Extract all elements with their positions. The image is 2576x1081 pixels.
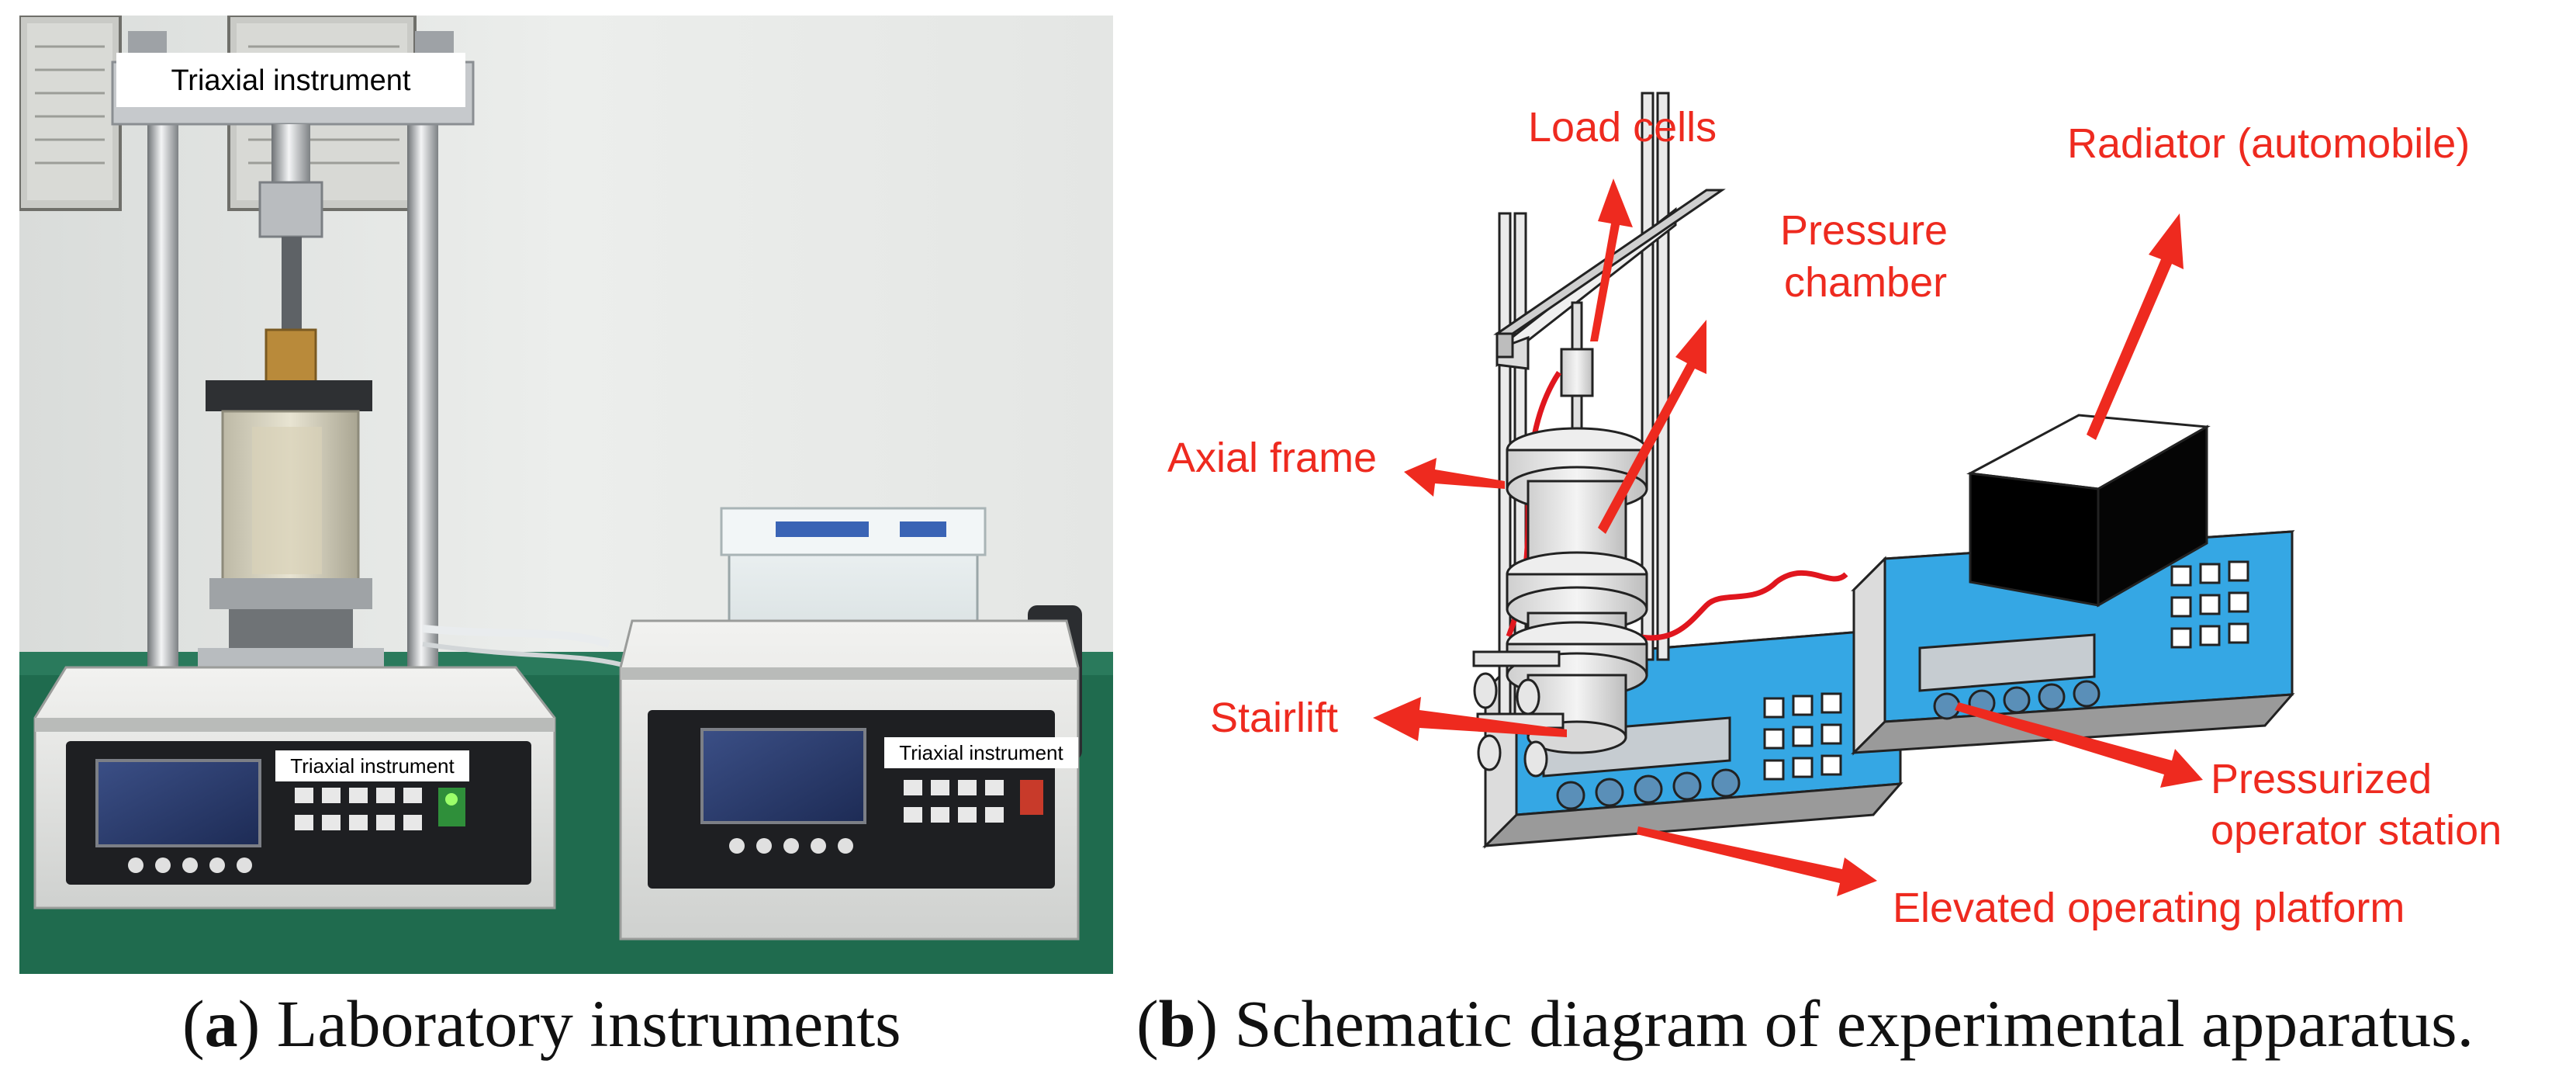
top-instrument-label: Triaxial instrument [171, 64, 410, 97]
left-console-label-box [275, 750, 469, 781]
label-load-cells: Load cells [1528, 104, 1717, 151]
load-cell [1560, 301, 1594, 444]
caption-a-letter: a [204, 986, 238, 1061]
left-column-rod [147, 109, 178, 667]
label-pressure-chamber-line1: Pressure [1780, 207, 1948, 254]
caption-b-letter: b [1158, 986, 1196, 1061]
elevated-platform-arrow [1637, 826, 1877, 896]
left-lcd-screen [95, 759, 261, 847]
label-pressurized-line2: operator station [2211, 807, 2502, 854]
label-radiator: Radiator (automobile) [2067, 120, 2470, 167]
pressurized-arrow [1955, 702, 2203, 788]
right-lcd-screen [700, 728, 866, 824]
caption-a: (a) Laboratory instruments [182, 986, 901, 1061]
right-column-rod [407, 109, 438, 667]
label-pressurized-line1: Pressurized [2211, 756, 2432, 802]
load-cells-arrow [1590, 178, 1633, 341]
right-console-label-box [884, 737, 1078, 768]
top-label-box [116, 53, 465, 107]
caption-b-text: Schematic diagram of experimental appara… [1218, 986, 2474, 1061]
schematic-diagram: Load cells Radiator (automobile) Pressur… [1167, 92, 2502, 931]
schematic-diagram-panel: Load cells Radiator (automobile) Pressur… [1164, 16, 2567, 974]
axial-frame-arrow [1404, 458, 1505, 497]
left-console-label: Triaxial instrument [290, 754, 455, 778]
label-stairlift: Stairlift [1210, 695, 1338, 741]
radiator-arrow [2087, 213, 2184, 440]
stairlift-arrow [1373, 697, 1567, 741]
pressure-chamber-arrow [1598, 320, 1706, 534]
label-axial-frame: Axial frame [1167, 435, 1377, 481]
pressurized-operator-station [1851, 414, 2295, 756]
caption-a-text: Laboratory instruments [260, 986, 901, 1061]
laboratory-photo: Triaxial instrument Triaxial instrument … [19, 16, 1113, 974]
label-elevated-platform: Elevated operating platform [1893, 885, 2405, 931]
laboratory-photo-panel: Triaxial instrument Triaxial instrument … [19, 16, 1113, 974]
label-pressure-chamber-line2: chamber [1784, 259, 1947, 306]
right-console-label: Triaxial instrument [899, 741, 1063, 764]
radiator-block [1966, 414, 2211, 608]
annotation-arrows [1373, 178, 2203, 896]
caption-b: (b) Schematic diagram of experimental ap… [1136, 986, 2474, 1061]
